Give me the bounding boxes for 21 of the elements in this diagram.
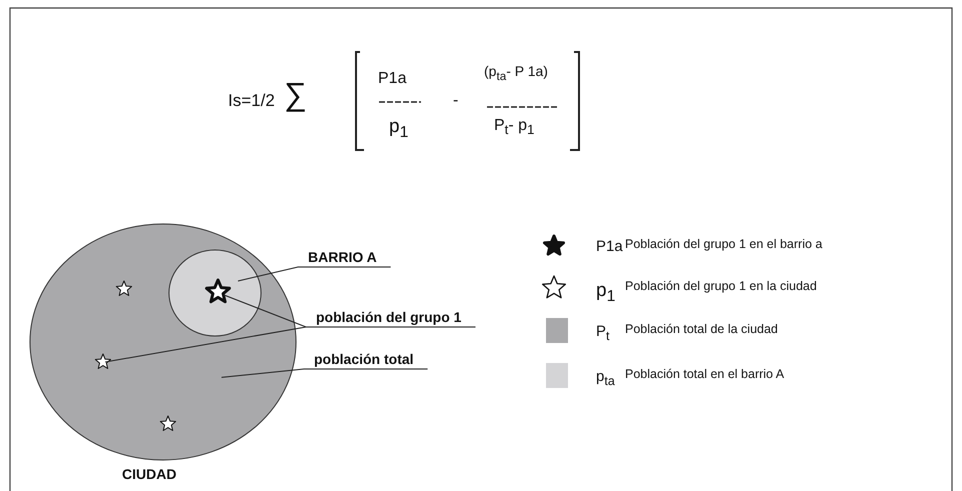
symbol-label: p$_{ta}$ <box>596 368 615 388</box>
denominator: p$_{1}$ <box>389 116 408 142</box>
legend-text: Población total de la ciudad <box>625 322 778 336</box>
symbol-label: P1a <box>596 238 623 255</box>
symbol-label: P$_{t}$ <box>596 323 610 343</box>
numerator: (p$_{ta}$- P 1a) <box>484 63 548 83</box>
legend-text: Población del grupo 1 en el barrio a <box>625 237 822 251</box>
numerator: P1a <box>378 70 406 88</box>
region-label: CIUDAD <box>122 466 176 482</box>
denominator: P$_{t}$- p$_{1}$ <box>494 117 534 138</box>
legend-text: Población del grupo 1 en la ciudad <box>625 279 817 293</box>
leader-line <box>221 368 428 378</box>
callout-label: población del grupo 1 <box>316 309 462 325</box>
legend-text: Población total en el barrio A <box>625 367 784 381</box>
symbol-label: p$_{1}$ <box>596 280 616 306</box>
formula-text: Is=1/2 <box>228 91 275 111</box>
callout-label: BARRIO A <box>308 249 377 265</box>
leader-line <box>238 266 392 282</box>
callout-label: población total <box>314 351 414 367</box>
minus-sign: - <box>453 92 458 110</box>
sum-symbol: ∑ <box>284 76 307 113</box>
